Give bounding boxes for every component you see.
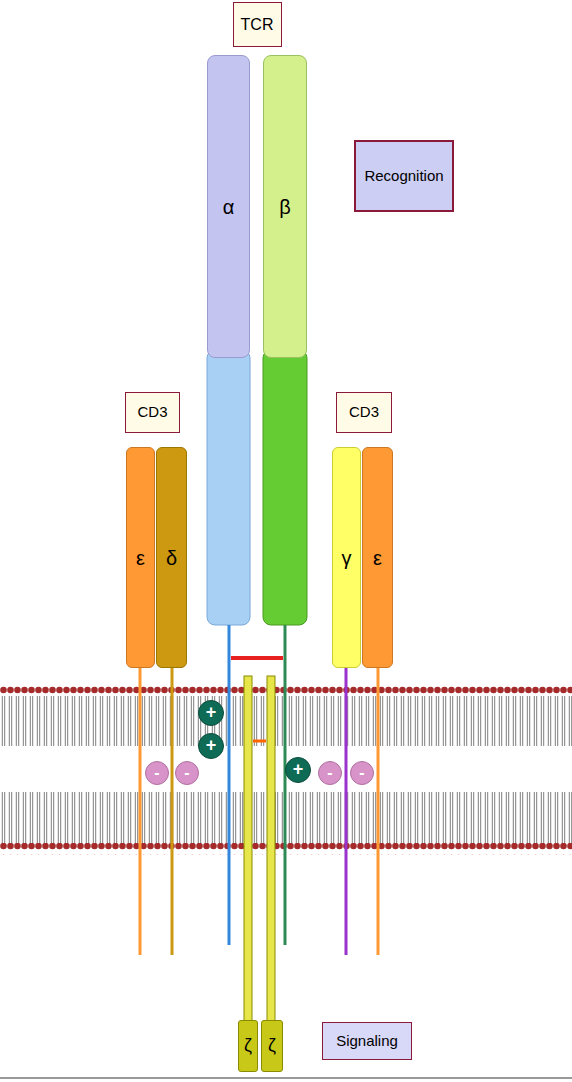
zeta-stem: [244, 676, 252, 1022]
beta-constant-domain: [263, 350, 307, 625]
delta-chain: δ: [156, 447, 187, 668]
node-text: +: [206, 703, 217, 723]
label-box: CD3: [336, 392, 392, 433]
epsilon-tail: [139, 668, 142, 955]
node-text: ζ: [244, 1036, 252, 1056]
node-text: -: [359, 764, 364, 782]
alpha-tail: [228, 625, 231, 945]
label-box: Recognition: [354, 140, 454, 212]
alpha-chain: α: [207, 55, 250, 358]
negative-charge: -: [350, 761, 374, 785]
zeta-stem: [267, 676, 275, 1022]
node-text: -: [327, 764, 332, 782]
positive-charge: +: [285, 757, 311, 783]
alpha-constant-domain: [207, 350, 250, 625]
node-text: β: [279, 196, 291, 218]
node-text: +: [206, 736, 217, 756]
negative-charge: -: [318, 761, 342, 785]
bottom-rule: [0, 1077, 572, 1079]
epsilon-chain: ε: [126, 447, 155, 668]
gamma-tail: [345, 668, 348, 955]
node-text: γ: [342, 547, 352, 569]
gamma-chain: γ: [332, 447, 361, 668]
label-box: Signaling: [322, 1022, 412, 1060]
node-text: CD3: [137, 404, 167, 421]
zeta-chain: ζ: [261, 1020, 283, 1072]
node-text: δ: [166, 547, 177, 569]
node-text: -: [154, 764, 159, 782]
delta-tail: [171, 668, 174, 955]
node-text: α: [223, 196, 235, 218]
zeta-chain: ζ: [238, 1020, 258, 1072]
positive-charge: +: [198, 733, 224, 759]
node-text: Signaling: [336, 1033, 398, 1050]
disulfide-bond: [231, 656, 283, 660]
beta-chain: β: [263, 55, 307, 358]
negative-charge: -: [175, 761, 199, 785]
node-text: TCR: [241, 16, 274, 34]
node-text: CD3: [349, 404, 379, 421]
disulfide-bond: [253, 740, 266, 743]
node-text: ε: [373, 547, 382, 569]
node-text: ε: [136, 547, 145, 569]
label-box: TCR: [233, 2, 282, 47]
node-text: Recognition: [364, 168, 443, 185]
epsilon-chain: ε: [362, 447, 393, 668]
label-box: CD3: [125, 392, 180, 433]
negative-charge: -: [145, 761, 169, 785]
beta-tail: [284, 625, 287, 945]
node-text: +: [293, 760, 304, 780]
positive-charge: +: [198, 700, 224, 726]
node-text: ζ: [268, 1036, 276, 1056]
epsilon-tail: [377, 668, 380, 955]
node-text: -: [184, 764, 189, 782]
